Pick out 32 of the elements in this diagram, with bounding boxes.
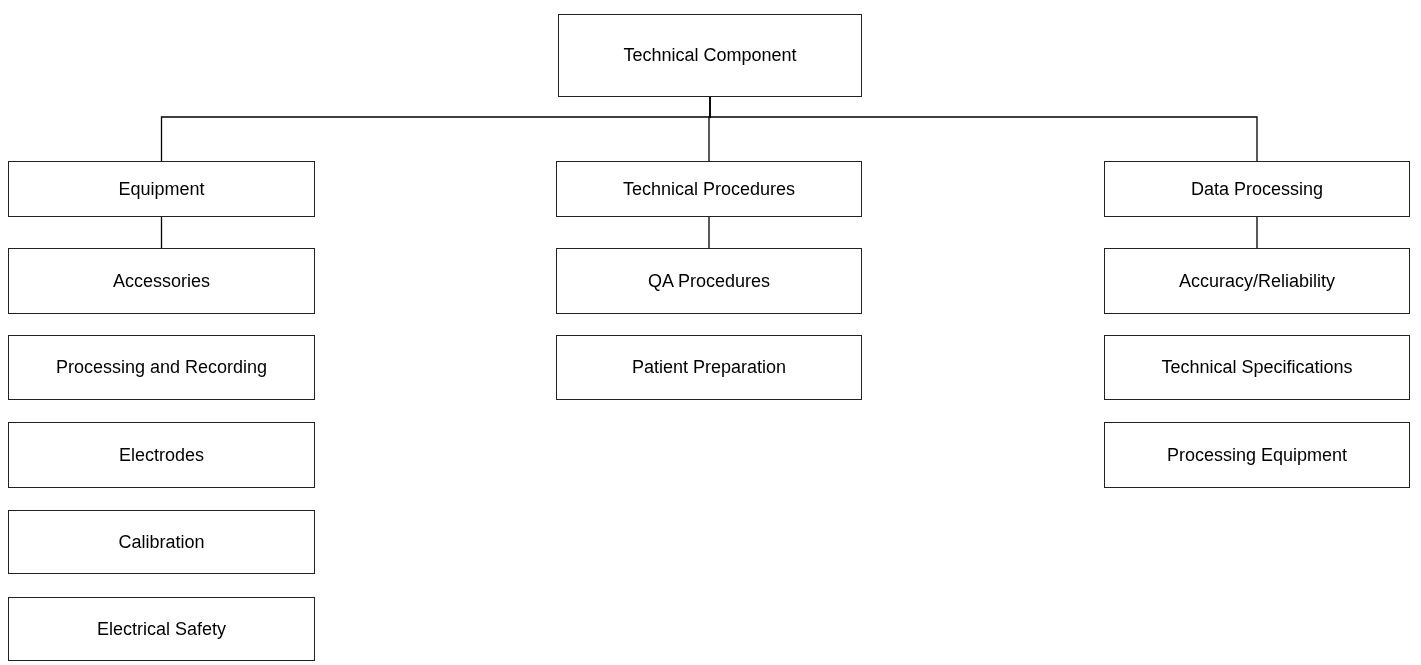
label-box (556, 161, 862, 217)
box-label: Calibration (118, 530, 205, 554)
box-label: Technical Component (623, 44, 797, 67)
box-label: Accessories (113, 269, 210, 293)
box-label: Processing Equipment (1166, 443, 1348, 467)
connector-line (160, 216, 163, 249)
label-box (8, 422, 315, 488)
box-label: Data Processing (1190, 177, 1324, 201)
connector-line (709, 96, 1258, 162)
box-label: Processing and Recording (55, 356, 268, 379)
box-label: QA Procedures (647, 269, 771, 293)
connector-line (1256, 216, 1258, 249)
label-box (8, 510, 315, 574)
box-label: Electrodes (118, 443, 204, 467)
label-box (8, 597, 315, 661)
label-box (8, 161, 315, 217)
box-label: Technical Procedures (622, 177, 796, 201)
box-label: Patient Preparation (631, 356, 787, 379)
box-label: Electrical Safety (96, 617, 227, 641)
label-box (8, 248, 315, 314)
connector-line (708, 216, 710, 249)
label-box (556, 248, 862, 314)
label-box (8, 335, 315, 400)
label-box (558, 14, 862, 97)
label-box (1104, 161, 1410, 217)
label-box (1104, 335, 1410, 400)
box-label: Accuracy/Reliability (1178, 269, 1336, 293)
box-label: Equipment (118, 177, 205, 201)
label-box (1104, 422, 1410, 488)
label-box (1104, 248, 1410, 314)
label-box (556, 335, 862, 400)
box-label: Technical Specifications (1161, 356, 1353, 379)
